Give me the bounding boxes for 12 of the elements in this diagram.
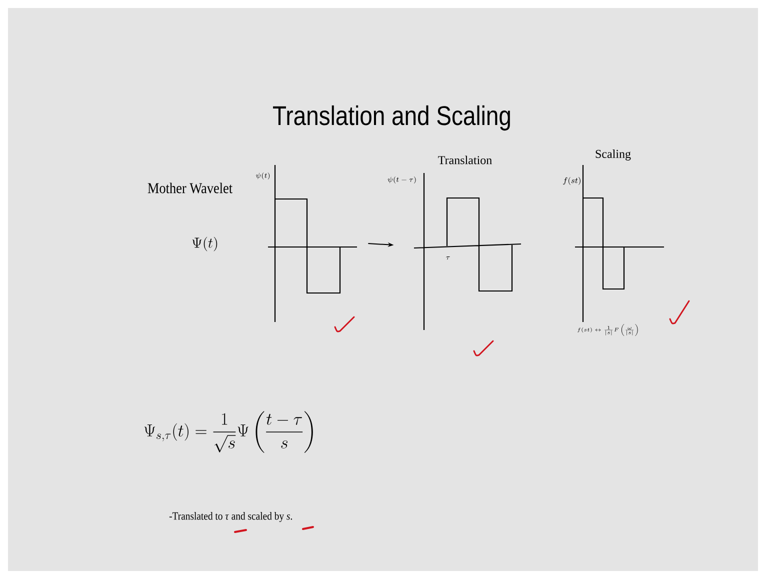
axis-label: $\tau$ [446,256,450,260]
formula: $\Psi_{s,\tau}(t)=\frac{1}{\sqrt{s}}\Psi\left(\frac{t-\tau}{s}\right)$ [144,411,313,453]
text-label: Mother Wavelet [148,182,232,194]
axis-label: $f(st)$ [563,177,580,185]
axis-label: $\psi(t-\tau)$ [388,176,416,184]
slide-title: Translation and Scaling [273,105,510,131]
plot-title: Translation [438,156,492,164]
axis-label: $\psi(t)$ [256,172,270,180]
note-text: -Translated to τ and scaled by s. [169,512,292,522]
plot-title: Scaling [596,150,631,160]
formula: $\Psi(t)$ [192,236,218,252]
axis-label: $f(st)\leftrightarrow\frac{1}{|s|}F\left(\frac{\omega}{|s|}\right)$ [578,324,638,336]
